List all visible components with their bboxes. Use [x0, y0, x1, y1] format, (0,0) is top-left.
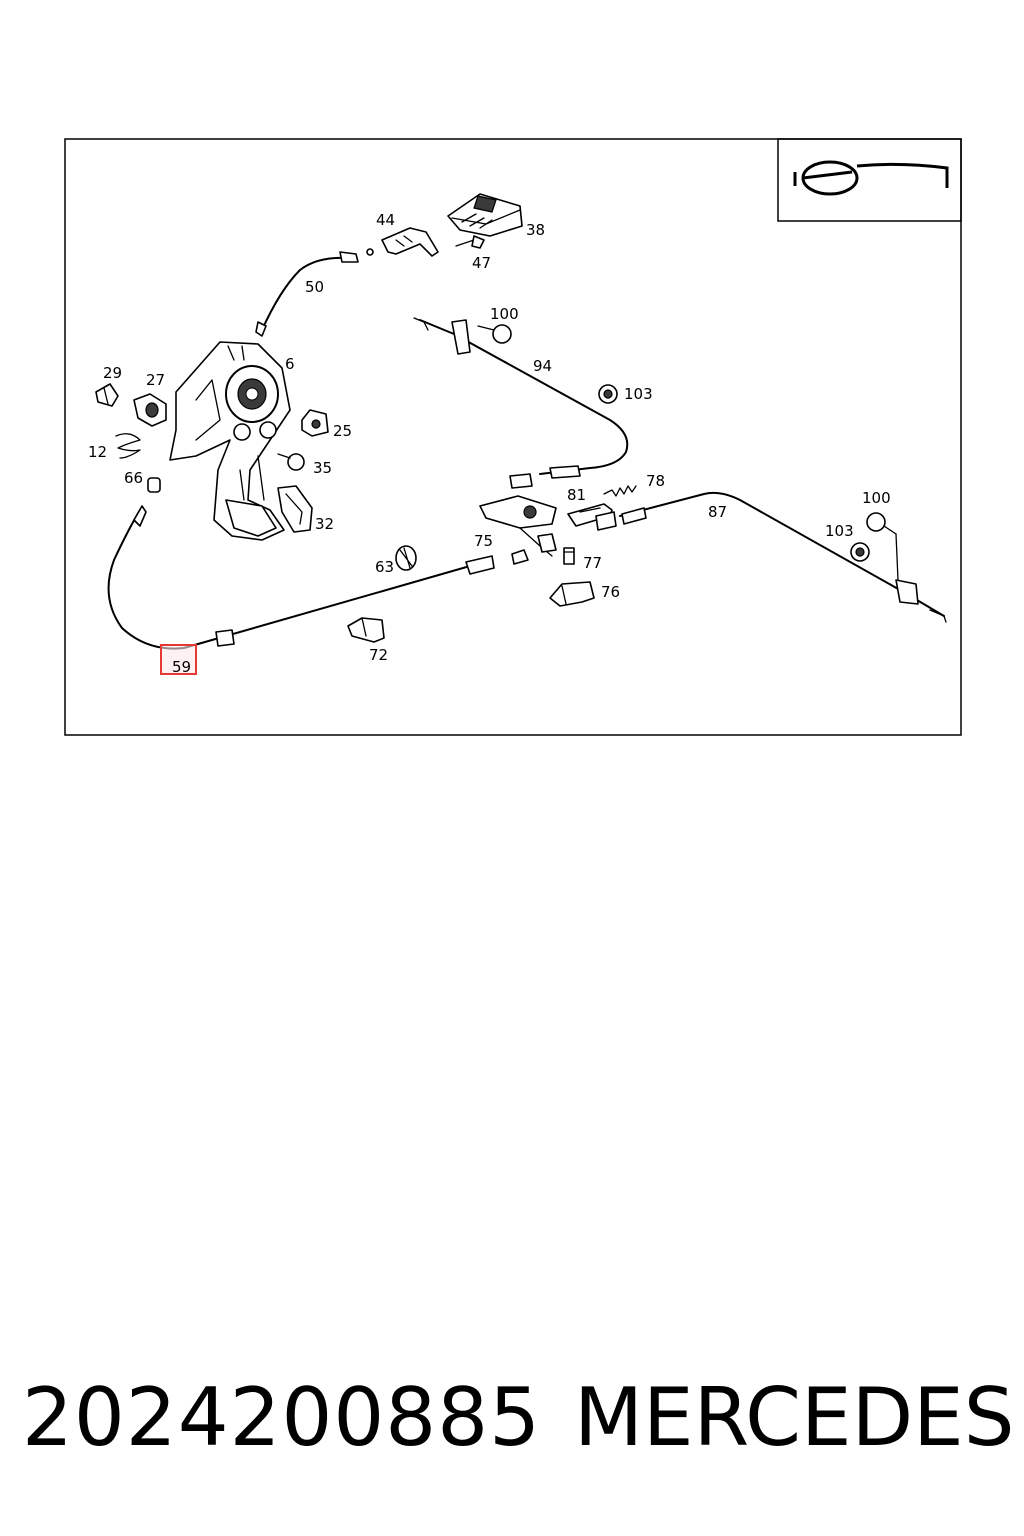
part-103-bushing-upper	[598, 384, 618, 404]
part-76-bracket	[549, 581, 595, 607]
part-44-bracket	[381, 227, 439, 257]
callout-81: 81	[567, 486, 586, 504]
part-32-pedal-pad	[277, 485, 313, 533]
part-27-bushing	[133, 393, 167, 427]
highlighted-callout-59[interactable]: 59	[160, 644, 197, 676]
callout-87: 87	[708, 503, 727, 521]
highlight-box	[160, 644, 197, 675]
callout-103-upper: 103	[624, 385, 653, 403]
callout-100-upper: 100	[490, 305, 519, 323]
inset-thumbnail	[777, 138, 962, 222]
callout-66: 66	[124, 469, 143, 487]
part-63-grommet	[395, 545, 417, 571]
part-78-spring	[603, 485, 637, 497]
part-100-bolt-upper	[477, 324, 512, 344]
part-59-cable	[107, 505, 529, 650]
part-29-clip	[95, 383, 119, 407]
part-72-clip	[347, 617, 385, 643]
callout-100-lower: 100	[862, 489, 891, 507]
part-75-equalizer	[479, 495, 557, 557]
part-100-bolt-lower	[866, 512, 897, 535]
callout-35: 35	[313, 459, 332, 477]
part-103-bushing-lower	[850, 542, 870, 562]
callout-63: 63	[375, 558, 394, 576]
part-94-cable	[413, 317, 629, 489]
callout-75: 75	[474, 532, 493, 550]
callout-59: 59	[172, 658, 191, 676]
callout-25: 25	[333, 422, 352, 440]
callout-50: 50	[305, 278, 324, 296]
part-number: 2024200885	[22, 1371, 541, 1464]
part-25-pad	[301, 409, 329, 437]
part-77-pin	[563, 547, 575, 565]
part-50-cable	[255, 248, 374, 337]
callout-78: 78	[646, 472, 665, 490]
callout-94: 94	[533, 357, 552, 375]
callout-103-lower: 103	[825, 522, 854, 540]
callout-6: 6	[285, 355, 295, 373]
callout-32: 32	[315, 515, 334, 533]
callout-72: 72	[369, 646, 388, 664]
callout-47: 47	[472, 254, 491, 272]
part-12-spring	[115, 433, 141, 459]
part-38-release-handle	[447, 193, 523, 237]
callout-38: 38	[526, 221, 545, 239]
part-66-cap	[147, 477, 161, 493]
callout-29: 29	[103, 364, 122, 382]
callout-44: 44	[376, 211, 395, 229]
parts-diagram: 44 38 47 50 100 6 94 29 27 103 25 12 35 …	[64, 138, 962, 736]
callout-12: 12	[88, 443, 107, 461]
footer: 2024200885 MERCEDES	[0, 1368, 1024, 1468]
part-87-cable	[595, 491, 947, 623]
part-6-pedal-assembly	[169, 341, 291, 541]
diagram-frame	[64, 138, 962, 736]
part-47-screw	[455, 235, 485, 249]
part-35-bolt	[277, 453, 305, 471]
callout-27: 27	[146, 371, 165, 389]
callout-76: 76	[601, 583, 620, 601]
callout-77: 77	[583, 554, 602, 572]
brand-name: MERCEDES	[574, 1371, 1015, 1464]
